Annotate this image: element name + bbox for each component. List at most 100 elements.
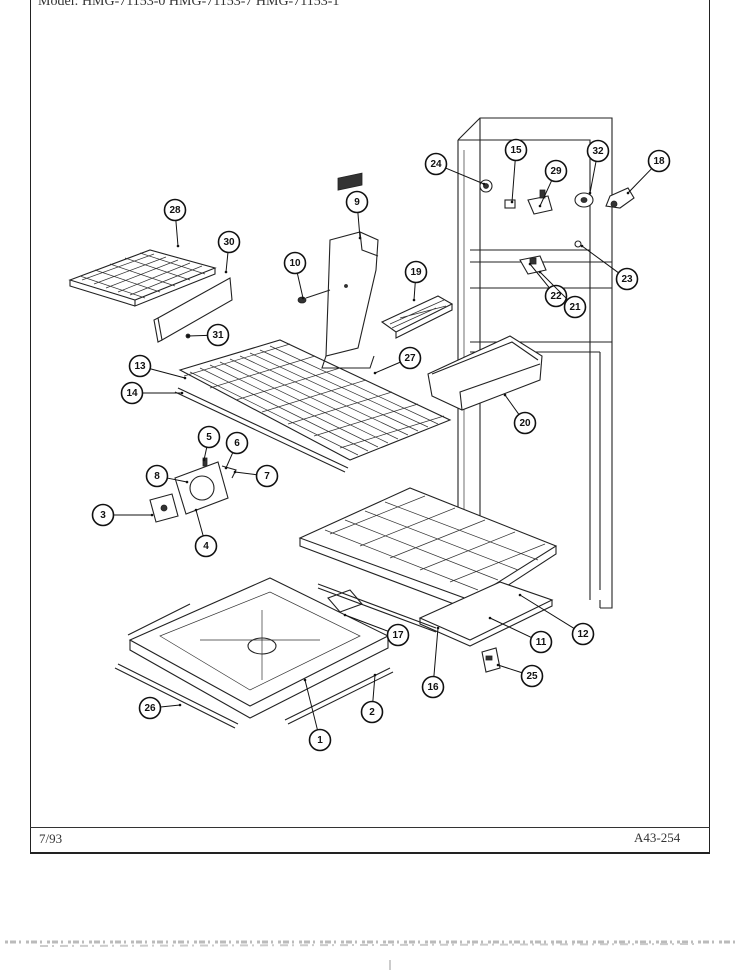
callout-4: 4	[194, 508, 218, 558]
callout-circle	[345, 190, 369, 214]
callout-20: 20	[503, 393, 537, 435]
drawing-frame	[30, 0, 710, 854]
callout-circle	[615, 267, 639, 291]
leader-tip	[488, 616, 492, 620]
callout-label: 3	[100, 510, 106, 521]
callout-circle	[563, 295, 587, 319]
callout-23: 23	[580, 244, 639, 291]
control-assembly	[149, 457, 237, 523]
leader-tip	[538, 204, 542, 208]
callout-28: 28	[163, 198, 187, 248]
callout-13: 13	[128, 354, 187, 380]
callout-label: 24	[430, 159, 442, 170]
date-stamp: 7/93	[39, 831, 63, 846]
leader-tip	[518, 593, 522, 597]
callout-circle	[128, 354, 152, 378]
wire-shelf	[174, 339, 452, 473]
callout-label: 27	[404, 353, 416, 364]
cabinet-outline	[457, 117, 613, 609]
callout-label: 13	[134, 361, 146, 372]
callout-5: 5	[197, 425, 221, 462]
leader-tip	[343, 613, 347, 617]
leader-line	[504, 394, 520, 415]
leader-tip	[580, 244, 584, 248]
callout-32: 32	[586, 139, 610, 195]
leader-line	[581, 245, 619, 274]
callout-circle	[197, 425, 221, 449]
leader-line	[225, 252, 229, 273]
leader-tip	[528, 262, 532, 266]
callout-3: 3	[91, 503, 154, 527]
leader-line	[225, 452, 234, 469]
callout-2: 2	[360, 673, 384, 724]
ice-cube-tray	[380, 295, 454, 339]
callout-label: 26	[144, 703, 156, 714]
callout-label: 6	[234, 438, 240, 449]
leader-tip	[482, 182, 486, 186]
callout-circle	[308, 728, 332, 752]
callout-16: 16	[421, 626, 445, 699]
glass-shelf	[298, 487, 558, 611]
leader-line	[589, 161, 597, 194]
leader-line	[497, 664, 523, 674]
callout-circle	[544, 159, 568, 183]
callout-label: 22	[550, 291, 562, 302]
callout-14: 14	[120, 381, 184, 405]
leader-line	[511, 160, 516, 203]
callout-label: 8	[154, 471, 160, 482]
callout-label: 14	[126, 388, 138, 399]
leader-tip	[183, 376, 187, 380]
leader-line	[372, 674, 376, 702]
callout-circle	[283, 251, 307, 275]
exploded-parts-diagram: 2830319101927131424152932182322212056783…	[68, 117, 671, 752]
callout-label: 31	[212, 330, 224, 341]
callout-label: 30	[223, 237, 235, 248]
leader-line	[627, 168, 653, 194]
callout-circle	[647, 149, 671, 173]
leader-line	[167, 477, 188, 483]
callout-label: 2	[369, 707, 375, 718]
callout-label: 9	[354, 197, 360, 208]
callout-26: 26	[138, 696, 182, 720]
callout-label: 11	[536, 637, 547, 648]
leader-tip	[510, 200, 514, 204]
leader-tip	[186, 334, 190, 338]
callout-10: 10	[283, 251, 307, 300]
callout-label: 25	[526, 671, 538, 682]
document-code: A43-254	[634, 830, 681, 845]
callout-12: 12	[518, 593, 595, 646]
leader-line	[357, 212, 361, 239]
leader-tip	[496, 663, 500, 667]
callout-27: 27	[373, 346, 422, 375]
callout-circle	[529, 630, 553, 654]
callout-label: 4	[203, 541, 209, 552]
leader-tip	[538, 270, 542, 274]
leader-tip	[301, 296, 305, 300]
callout-circle	[520, 664, 544, 688]
callout-circle	[225, 431, 249, 455]
callout-label: 29	[550, 166, 562, 177]
callout-circle	[206, 323, 230, 347]
callout-balloons: 2830319101927131424152932182322212056783…	[91, 138, 671, 752]
leader-line	[374, 361, 401, 374]
leader-tip	[224, 270, 228, 274]
leader-line	[187, 334, 208, 337]
callout-label: 1	[317, 735, 323, 746]
callout-29: 29	[538, 159, 568, 208]
callout-circle	[513, 411, 537, 435]
callout-21: 21	[538, 270, 587, 319]
callout-label: 23	[621, 274, 633, 285]
callout-22: 22	[528, 262, 568, 308]
bottom-pan	[128, 577, 390, 719]
bracket-25	[481, 647, 501, 673]
callout-label: 20	[519, 418, 531, 429]
callout-circle	[138, 696, 162, 720]
leader-line	[195, 509, 204, 537]
callout-17: 17	[343, 613, 410, 647]
callout-circle	[194, 534, 218, 558]
leader-line	[539, 271, 568, 300]
mounting-panel	[153, 277, 233, 343]
leader-line	[529, 263, 550, 289]
leader-tip	[503, 393, 507, 397]
leader-tip	[412, 298, 416, 302]
